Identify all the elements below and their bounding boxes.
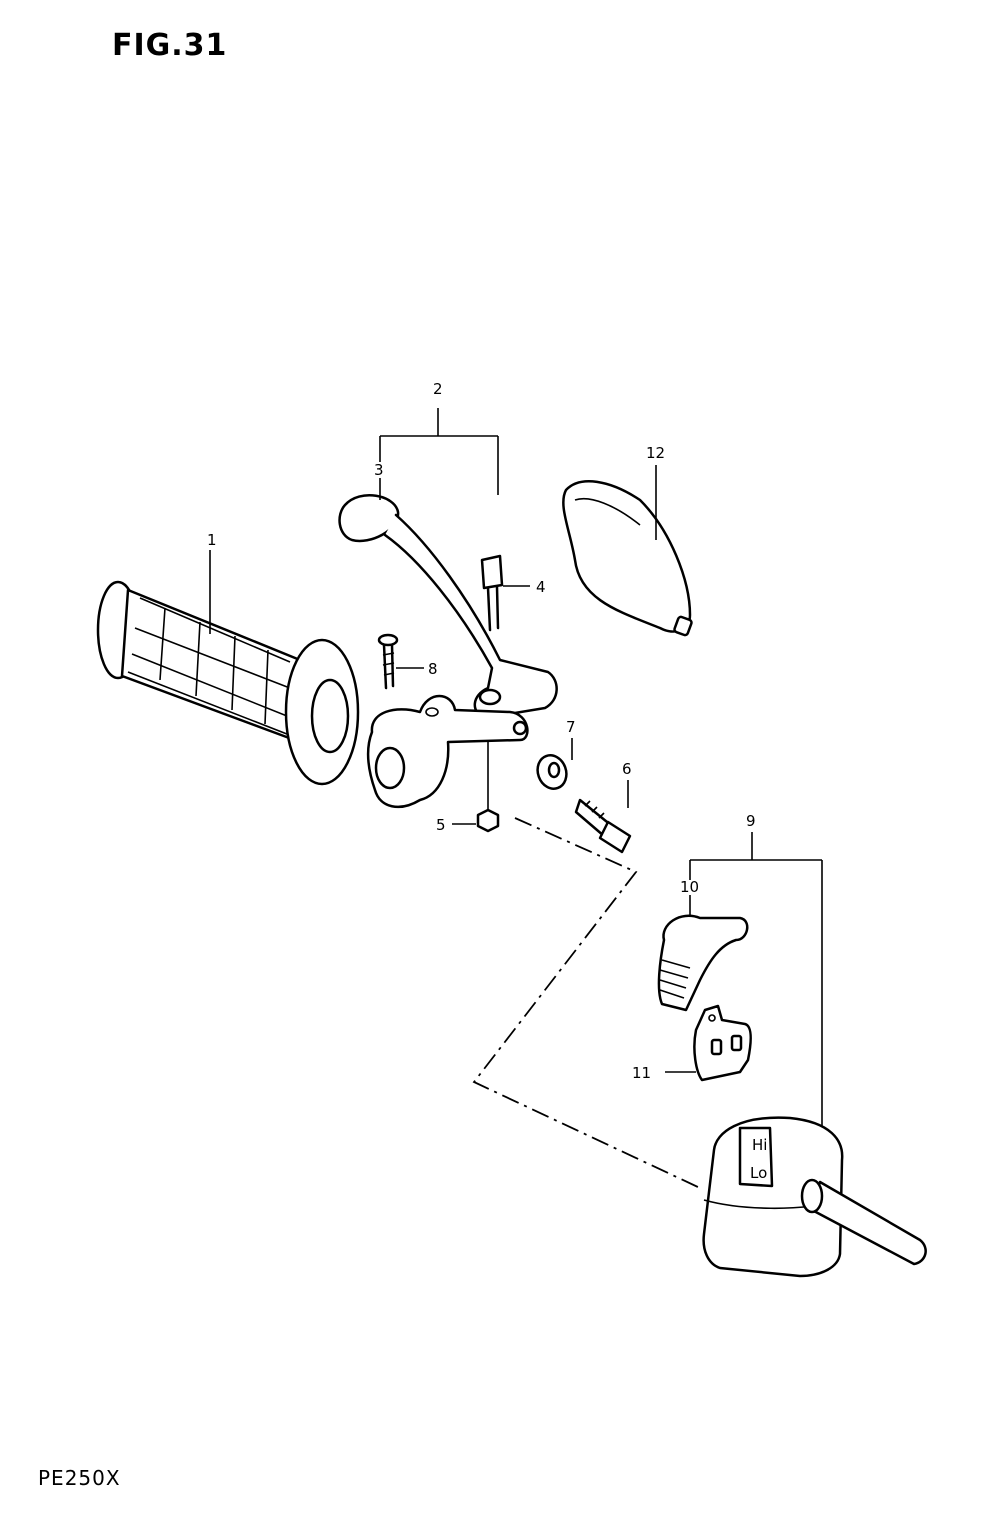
assembly-reference-line bbox=[472, 817, 701, 1189]
callout-9: 9 bbox=[746, 812, 756, 830]
model-code: PE250X bbox=[38, 1466, 121, 1490]
callout-bracket-9 bbox=[689, 832, 823, 1135]
lever-bolt-icon bbox=[480, 554, 530, 632]
switch-assembly-icon: Hi Lo bbox=[702, 1116, 927, 1278]
figure-title: FIG.31 bbox=[112, 28, 228, 63]
callout-3: 3 bbox=[374, 461, 384, 479]
callout-2: 2 bbox=[433, 380, 443, 398]
washer-icon bbox=[536, 738, 573, 790]
nut-icon bbox=[452, 742, 500, 833]
callout-1: 1 bbox=[207, 531, 217, 549]
screw-icon bbox=[377, 633, 424, 690]
callout-4: 4 bbox=[536, 578, 546, 596]
lever-holder-icon bbox=[366, 694, 529, 809]
callout-10: 10 bbox=[680, 878, 699, 896]
callout-12: 12 bbox=[646, 444, 665, 462]
callout-6: 6 bbox=[622, 760, 632, 778]
callout-bracket-2 bbox=[379, 408, 499, 495]
handlebar-grip-icon bbox=[96, 580, 360, 786]
switch-knob-icon bbox=[657, 895, 749, 1012]
switch-hi-label: Hi bbox=[752, 1136, 767, 1154]
lever-cover-icon bbox=[562, 465, 693, 637]
callout-11: 11 bbox=[632, 1064, 651, 1082]
callout-7: 7 bbox=[566, 718, 576, 736]
callout-8: 8 bbox=[428, 660, 438, 678]
switch-contact-plate-icon bbox=[665, 1004, 752, 1082]
clutch-lever-icon bbox=[338, 478, 558, 720]
callout-5: 5 bbox=[436, 816, 446, 834]
adjuster-bolt-icon bbox=[574, 780, 632, 854]
switch-lo-label: Lo bbox=[750, 1164, 767, 1182]
